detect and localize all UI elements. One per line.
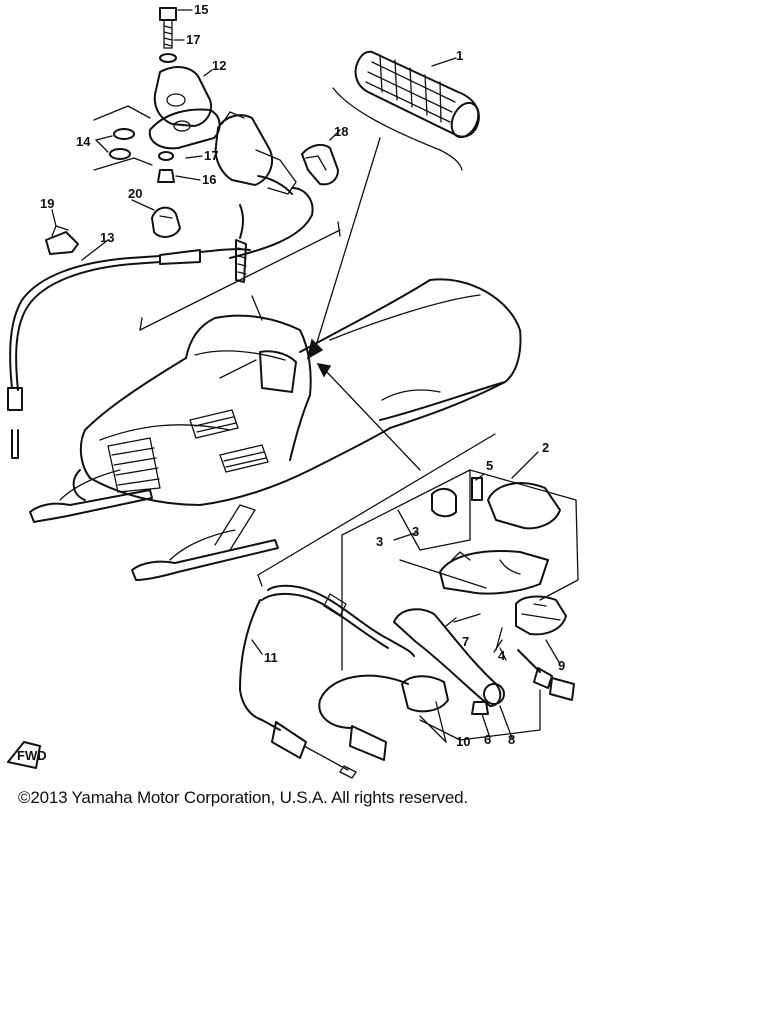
part-label-8: 8 (508, 732, 515, 747)
part-label-7: 7 (462, 634, 469, 649)
part-label-2: 2 (542, 440, 549, 455)
throttle-cable (7, 248, 251, 459)
snowmobile-body (29, 278, 522, 581)
part-label-9: 9 (558, 658, 565, 673)
cable-clamps (45, 206, 181, 255)
brake-lever-assembly (239, 477, 575, 779)
forward-arrow-icon: FWD (7, 741, 47, 769)
part-label-16: 16 (202, 172, 216, 187)
part-label-12: 12 (212, 58, 226, 73)
part-label-1: 1 (456, 48, 463, 63)
part-label-14: 14 (76, 134, 91, 149)
handlebar-grip (332, 50, 480, 171)
part-label-4: 4 (498, 648, 506, 663)
copyright-notice: ©2013 Yamaha Motor Corporation, U.S.A. A… (18, 788, 468, 807)
clip (301, 143, 339, 186)
label-leaders (51, 9, 561, 743)
part-label-3: 3 (376, 534, 383, 549)
part-label-17b: 17 (204, 148, 218, 163)
part-label-20: 20 (128, 186, 142, 201)
part-label-11: 11 (264, 650, 278, 665)
part-label-6: 6 (484, 732, 491, 747)
part-label-5: 5 (486, 458, 493, 473)
part-label-18: 18 (334, 124, 348, 139)
exploded-view-drawing: FWD 15 17 12 1 14 17 16 18 19 20 13 2 5 … (7, 2, 579, 779)
fwd-label: FWD (17, 748, 47, 763)
part-label-3b: 3 (412, 524, 419, 539)
part-label-17: 17 (186, 32, 200, 47)
part-label-13: 13 (100, 230, 114, 245)
part-label-10: 10 (456, 734, 470, 749)
part-label-15: 15 (194, 2, 208, 17)
leader-lines (139, 137, 579, 741)
throttle-housing-assembly (93, 7, 314, 283)
part-label-19: 19 (40, 196, 54, 211)
